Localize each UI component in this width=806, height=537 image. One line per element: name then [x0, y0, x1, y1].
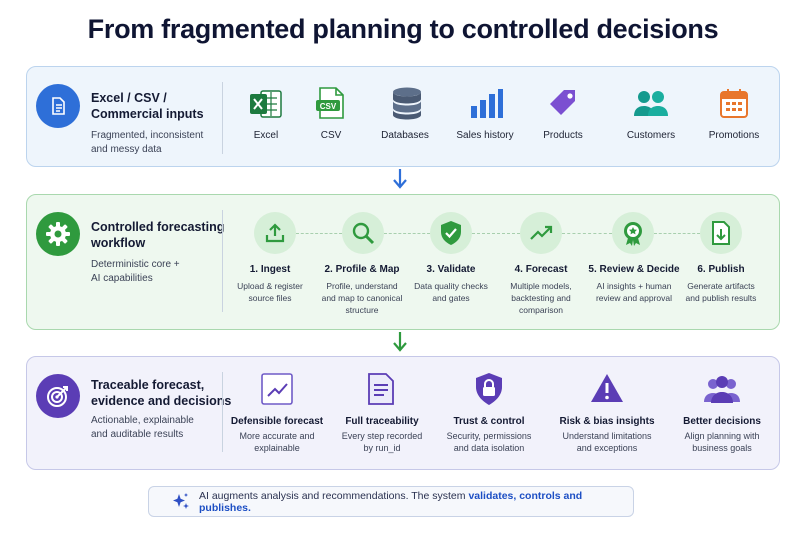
- page-title: From fragmented planning to controlled d…: [87, 14, 719, 44]
- database-icon: [391, 86, 423, 125]
- footer-text-strong: validates, controls and publishes.: [199, 489, 583, 514]
- document-icon: [36, 84, 80, 128]
- outputs-divider: [222, 372, 223, 452]
- lock-shield-icon: [473, 372, 505, 411]
- workflow-divider: [222, 210, 223, 312]
- step-connector-2: [384, 233, 430, 234]
- step-desc-profile-line-2: and map to canonical: [321, 293, 403, 303]
- input-label-promotions: Promotions: [708, 130, 760, 141]
- magnifier-icon: [342, 212, 384, 254]
- document-download-icon: [700, 212, 742, 254]
- trend-line-icon: [520, 212, 562, 254]
- step-desc-validate-line-1: Data quality checks: [414, 281, 488, 291]
- outputs-title-line-2: evidence and decisions: [91, 394, 232, 408]
- shield-check-icon: [430, 212, 472, 254]
- output-title-traceability: Full traceability: [345, 416, 419, 427]
- upload-icon: [254, 212, 296, 254]
- users-icon: [633, 88, 669, 123]
- output-title-risk: Risk & bias insights: [559, 416, 655, 427]
- inputs-title-line-1: Excel / CSV /: [91, 91, 167, 105]
- output-desc-risk-line-2: and exceptions: [576, 443, 638, 453]
- target-icon: [36, 374, 80, 418]
- output-desc-traceability-line-1: Every step recorded: [341, 431, 423, 441]
- flow-arrow-down-1: [391, 167, 409, 196]
- output-desc-trust-line-1: Security, permissions: [446, 431, 532, 441]
- step-desc-profile-line-1: Profile, understand: [326, 281, 398, 291]
- award-icon: [612, 212, 654, 254]
- step-title-validate: 3. Validate: [426, 264, 476, 275]
- document-lines-icon: [366, 372, 396, 411]
- input-label-customers: Customers: [626, 130, 676, 141]
- step-title-publish: 6. Publish: [697, 264, 745, 275]
- step-desc-forecast-line-1: Multiple models,: [510, 281, 572, 291]
- input-label-csv: CSV: [320, 130, 342, 141]
- input-label-databases: Databases: [381, 130, 429, 141]
- step-desc-publish-line-2: and publish results: [685, 293, 757, 303]
- sparkle-icon: [171, 492, 191, 512]
- team-icon: [703, 374, 741, 409]
- workflow-subtitle-line-1: Deterministic core +: [91, 259, 180, 270]
- footer-note: AI augments analysis and recommendations…: [148, 486, 634, 517]
- input-label-products: Products: [543, 130, 583, 141]
- step-title-forecast: 4. Forecast: [514, 264, 568, 275]
- output-desc-decisions-line-1: Align planning with: [684, 431, 760, 441]
- output-desc-decisions-line-2: business goals: [692, 443, 752, 453]
- inputs-title-line-2: Commercial inputs: [91, 107, 204, 121]
- workflow-title-line-2: workflow: [91, 236, 146, 250]
- outputs-panel: [26, 356, 780, 470]
- step-desc-forecast-line-2: backtesting and: [511, 293, 571, 303]
- inputs-divider: [222, 82, 223, 154]
- output-desc-trust-line-2: and data isolation: [453, 443, 525, 453]
- inputs-subtitle-line-1: Fragmented, inconsistent: [91, 130, 204, 141]
- step-desc-review-line-1: AI insights + human: [596, 281, 672, 291]
- footer-text-regular: AI augments analysis and recommendations…: [199, 489, 469, 502]
- outputs-subtitle-line-2: and auditable results: [91, 429, 184, 440]
- step-connector-1: [296, 233, 342, 234]
- step-title-review-decide: 5. Review & Decide: [588, 264, 680, 275]
- workflow-subtitle-line-2: AI capabilities: [91, 273, 153, 284]
- step-title-profile-map: 2. Profile & Map: [324, 264, 400, 275]
- step-desc-ingest-line-2: source files: [248, 293, 292, 303]
- warning-icon: [589, 372, 625, 409]
- tag-icon: [546, 86, 580, 125]
- calendar-icon: [719, 87, 749, 124]
- output-desc-traceability-line-2: by run_id: [363, 443, 401, 453]
- step-desc-forecast-line-3: comparison: [519, 305, 563, 315]
- outputs-title-line-1: Traceable forecast,: [91, 378, 205, 392]
- excel-icon: [249, 89, 283, 124]
- svg-text:CSV: CSV: [320, 102, 337, 111]
- step-desc-ingest-line-1: Upload & register: [237, 281, 303, 291]
- inputs-subtitle-line-2: and messy data: [91, 144, 162, 155]
- bar-chart-icon: [468, 88, 504, 125]
- csv-icon: CSV: [314, 86, 348, 125]
- footer-text: AI augments analysis and recommendations…: [199, 490, 633, 514]
- gear-icon: [36, 212, 80, 256]
- flow-arrow-down-2: [391, 330, 409, 359]
- outputs-subtitle-line-1: Actionable, explainable: [91, 415, 194, 426]
- step-desc-profile-line-3: structure: [345, 305, 379, 315]
- chart-frame-icon: [260, 372, 294, 411]
- step-connector-4: [562, 233, 612, 234]
- step-desc-validate-line-2: and gates: [432, 293, 470, 303]
- output-title-defensible: Defensible forecast: [230, 416, 324, 427]
- step-desc-publish-line-1: Generate artifacts: [687, 281, 755, 291]
- output-title-trust: Trust & control: [453, 416, 525, 427]
- input-label-sales-history: Sales history: [456, 130, 514, 141]
- workflow-panel: [26, 194, 780, 330]
- output-desc-defensible-line-2: explainable: [254, 443, 300, 453]
- step-connector-3: [472, 233, 520, 234]
- output-desc-defensible-line-1: More accurate and: [239, 431, 315, 441]
- step-desc-review-line-2: review and approval: [595, 293, 673, 303]
- input-label-excel: Excel: [253, 130, 279, 141]
- step-title-ingest: 1. Ingest: [249, 264, 291, 275]
- output-desc-risk-line-1: Understand limitations: [562, 431, 652, 441]
- workflow-title-line-1: Controlled forecasting: [91, 220, 225, 234]
- output-title-decisions: Better decisions: [683, 416, 761, 427]
- step-connector-5: [654, 233, 700, 234]
